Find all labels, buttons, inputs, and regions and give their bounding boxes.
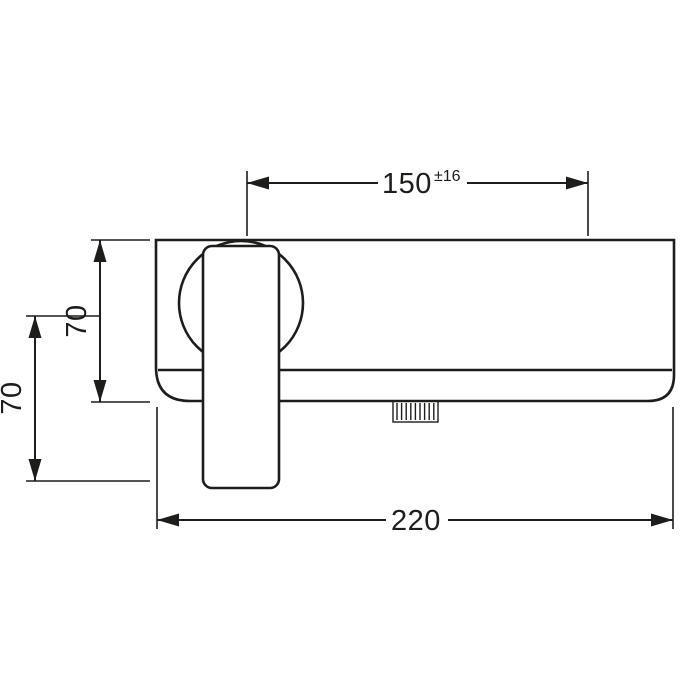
dimension-label-body-height: 70 — [61, 304, 93, 337]
body-outline — [154, 238, 676, 403]
lever-handle — [201, 244, 281, 490]
dimension-body-height: 70 — [61, 239, 150, 403]
dimension-label-top: 150 — [382, 168, 432, 200]
arrowhead-left — [157, 513, 179, 527]
outlet-thread — [392, 400, 439, 423]
arrowhead-up — [28, 316, 42, 338]
arrowhead-down — [28, 459, 42, 481]
dimension-handle-drop: 70 — [0, 315, 150, 482]
arrowhead-down — [93, 380, 107, 402]
dimension-total-width: 220 — [156, 407, 674, 537]
arrowhead-up — [93, 240, 107, 262]
arrowhead-left — [247, 176, 269, 190]
dimension-label-total-width: 220 — [391, 505, 441, 537]
dimension-label-handle-drop: 70 — [0, 381, 28, 414]
outlet-outline — [392, 400, 439, 423]
dimension-tolerance-top: ±16 — [434, 168, 461, 185]
arrowhead-right — [651, 513, 673, 527]
arrowhead-right — [566, 176, 588, 190]
dimension-top-width: 150 ±16 — [246, 168, 589, 236]
